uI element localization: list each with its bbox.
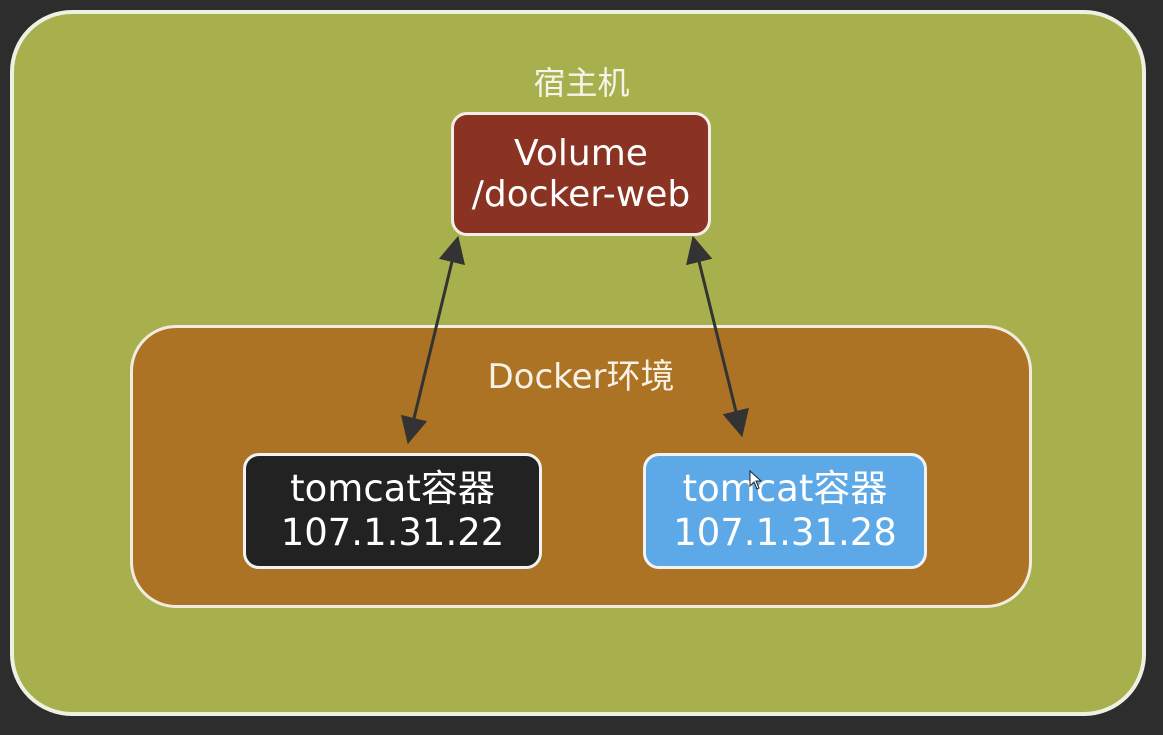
volume-title: Volume	[514, 133, 648, 174]
tomcat-container-2: tomcat容器 107.1.31.28	[643, 453, 927, 569]
mouse-cursor-icon	[749, 470, 763, 490]
container-1-ip: 107.1.31.22	[280, 511, 505, 554]
container-1-name: tomcat容器	[290, 467, 495, 510]
container-2-ip: 107.1.31.28	[673, 511, 897, 554]
tomcat-container-1: tomcat容器 107.1.31.22	[243, 453, 542, 569]
host-machine-label: 宿主机	[533, 64, 630, 102]
docker-environment-label: Docker环境	[487, 357, 675, 397]
volume-path: /docker-web	[471, 174, 691, 215]
volume-box: Volume /docker-web	[451, 112, 711, 236]
container-2-name: tomcat容器	[682, 467, 888, 510]
